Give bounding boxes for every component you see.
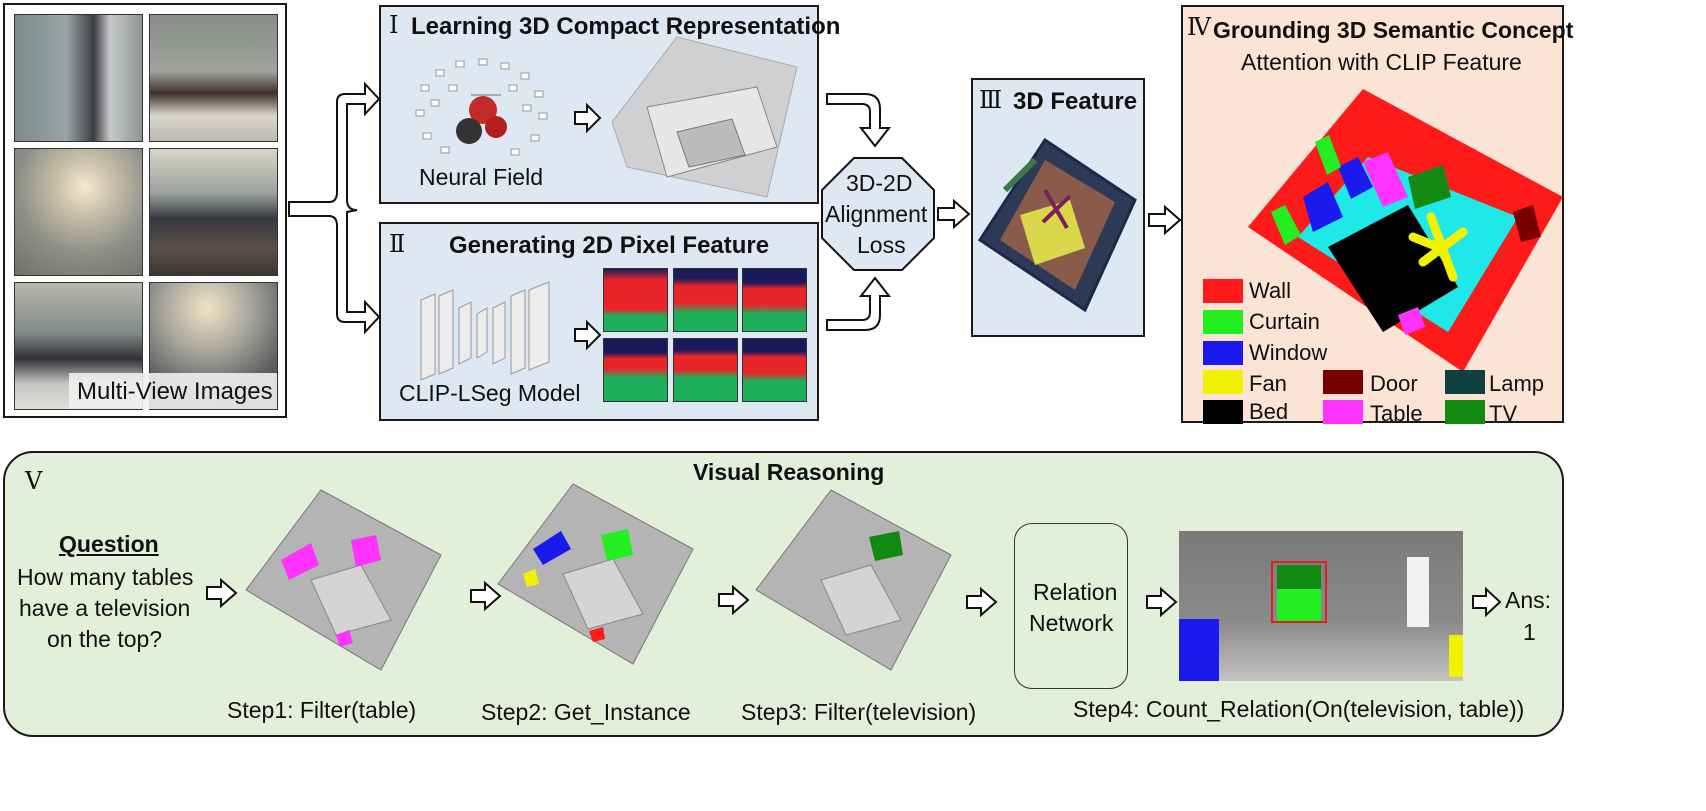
stage5-numeral: V bbox=[25, 467, 43, 495]
stage1-caption: Neural Field bbox=[419, 164, 543, 190]
pixel-feature-4 bbox=[603, 338, 668, 402]
stage3-title: 3D Feature bbox=[1013, 88, 1138, 115]
legend-swatch-wall bbox=[1203, 279, 1243, 303]
step1-label: Step1: Filter(table) bbox=[227, 697, 417, 723]
question-heading: Question bbox=[59, 531, 159, 557]
legend-label-curtain: Curtain bbox=[1249, 309, 1320, 334]
neural-field-illustration bbox=[415, 58, 548, 156]
legend-swatch-table bbox=[1323, 400, 1363, 424]
view-image-3 bbox=[14, 148, 143, 276]
arrow-relation-to-result bbox=[1146, 586, 1178, 618]
pixel-feature-5 bbox=[673, 338, 738, 402]
alignment-line2: Alignment bbox=[825, 201, 928, 227]
alignment-loss-octagon bbox=[821, 157, 935, 271]
3d-feature-render bbox=[977, 137, 1137, 313]
yellow-corner bbox=[1449, 635, 1463, 677]
stage2-title: Generating 2D Pixel Feature bbox=[449, 232, 770, 259]
merge-arrow-top bbox=[826, 93, 892, 148]
highlight-box bbox=[1271, 561, 1327, 623]
stage2-caption: CLIP-LSeg Model bbox=[399, 380, 581, 406]
arrow-q-to-step1 bbox=[206, 577, 238, 609]
view-image-4 bbox=[149, 148, 278, 276]
question-line-3: on the top? bbox=[47, 626, 163, 652]
stage4-title: Grounding 3D Semantic Concept bbox=[1213, 17, 1574, 43]
alignment-line3: Loss bbox=[857, 232, 906, 258]
arrow-result-to-answer bbox=[1472, 586, 1502, 618]
stage2-panel: Ⅱ Generating 2D Pixel Feature CLIP-LSeg … bbox=[379, 222, 819, 421]
pixel-feature-6 bbox=[742, 338, 807, 402]
question-line-1: How many tables bbox=[17, 564, 194, 590]
stage1-panel: Ⅰ Learning 3D Compact Representation Neu… bbox=[379, 5, 840, 204]
relation-network-box bbox=[1014, 523, 1128, 689]
answer-value: 1 bbox=[1523, 619, 1536, 645]
step2-render bbox=[497, 483, 694, 665]
step2-label: Step2: Get_Instance bbox=[481, 699, 691, 725]
stage1-arrow-icon bbox=[574, 102, 602, 134]
arrow-step2-to-step3 bbox=[718, 584, 750, 616]
legend-swatch-door bbox=[1323, 370, 1363, 394]
legend-swatch-bed bbox=[1203, 400, 1243, 424]
compact-representation-render bbox=[611, 36, 798, 198]
stage2-numeral: Ⅱ bbox=[389, 230, 406, 258]
legend-label-fan: Fan bbox=[1249, 371, 1287, 396]
step1-render bbox=[245, 489, 442, 671]
answer-label: Ans: bbox=[1505, 587, 1552, 613]
question-line-2: have a television bbox=[19, 595, 191, 621]
step4-render bbox=[1179, 531, 1463, 681]
stage3-numeral: Ⅲ bbox=[979, 86, 1003, 114]
tv-region bbox=[1277, 565, 1321, 591]
merge-arrow-bottom bbox=[826, 276, 892, 331]
stage1-title: Learning 3D Compact Representation bbox=[411, 13, 841, 40]
arrow-step3-to-relation bbox=[966, 586, 998, 618]
legend-label-bed: Bed bbox=[1249, 399, 1289, 424]
relation-network-line2: Network bbox=[1029, 610, 1114, 636]
legend-swatch-tv bbox=[1445, 400, 1485, 424]
stage5-title: Visual Reasoning bbox=[693, 459, 885, 485]
multiview-panel: Multi-View Images bbox=[3, 3, 287, 418]
stage4-subtitle: Attention with CLIP Feature bbox=[1241, 49, 1522, 75]
legend-label-tv: TV bbox=[1489, 401, 1518, 426]
step3-label: Step3: Filter(television) bbox=[741, 699, 977, 725]
clip-lseg-model-icon bbox=[420, 281, 550, 381]
split-arrow bbox=[288, 81, 381, 335]
table-region bbox=[1277, 589, 1321, 621]
stage2-arrow-icon bbox=[574, 319, 602, 351]
legend-label-table: Table bbox=[1370, 401, 1423, 426]
step3-render bbox=[755, 489, 952, 671]
relation-network-line1: Relation bbox=[1033, 579, 1118, 605]
bright-window bbox=[1407, 557, 1429, 627]
stage1-numeral: Ⅰ bbox=[389, 11, 399, 39]
legend-label-door: Door bbox=[1370, 371, 1418, 396]
pixel-feature-2 bbox=[673, 268, 738, 332]
legend-label-lamp: Lamp bbox=[1489, 371, 1545, 396]
pixel-feature-1 bbox=[603, 268, 668, 332]
legend-label-wall: Wall bbox=[1249, 278, 1291, 303]
arrow-step1-to-step2 bbox=[470, 580, 502, 612]
multiview-caption: Multi-View Images bbox=[77, 378, 273, 405]
stage4-numeral: Ⅳ bbox=[1187, 13, 1211, 41]
arrow-to-3d-feature bbox=[937, 198, 971, 230]
stage3-panel: Ⅲ 3D Feature bbox=[971, 78, 1145, 337]
semantic-grounding-render bbox=[1248, 89, 1563, 372]
legend-swatch-lamp bbox=[1445, 370, 1485, 394]
view-image-2 bbox=[149, 14, 278, 142]
step4-label: Step4: Count_Relation(On(television, tab… bbox=[1073, 696, 1525, 722]
stage4-panel: Ⅳ Grounding 3D Semantic Concept Attentio… bbox=[1181, 5, 1573, 426]
arrow-to-grounding bbox=[1148, 204, 1182, 236]
pixel-feature-3 bbox=[742, 268, 807, 332]
legend-swatch-curtain bbox=[1203, 310, 1243, 334]
window-region bbox=[1179, 619, 1219, 681]
legend-swatch-fan bbox=[1203, 370, 1243, 394]
legend-label-window: Window bbox=[1249, 340, 1328, 365]
stage5-panel: V Visual Reasoning Question How many tab… bbox=[3, 451, 1564, 737]
view-image-1 bbox=[14, 14, 143, 142]
alignment-line1: 3D-2D bbox=[846, 170, 913, 196]
legend-swatch-window bbox=[1203, 341, 1243, 365]
multiview-caption-bg bbox=[69, 373, 277, 409]
